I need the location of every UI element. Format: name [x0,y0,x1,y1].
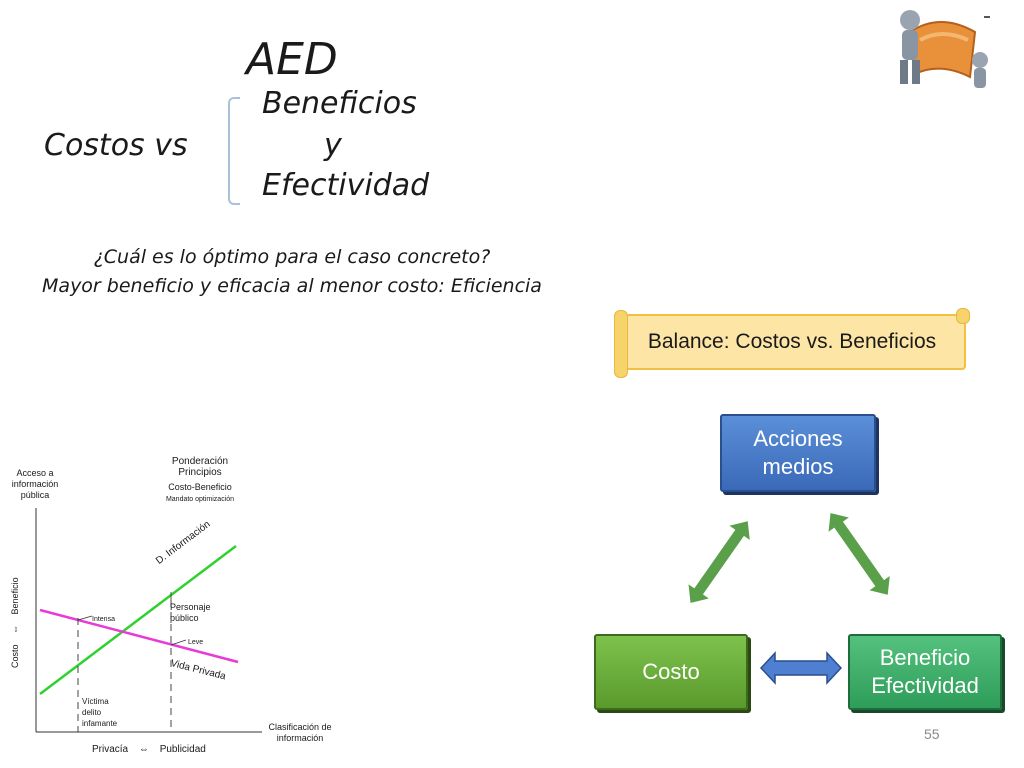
x-axis-arrow: ⇔ [138,744,149,755]
heading-efectividad: Efectividad [262,168,430,203]
y-axis-beneficio: Beneficio [10,577,20,615]
question-line-2: Mayor beneficio y eficacia al menor cost… [42,275,542,297]
chart-top-sub2: Mandato optimización [165,496,235,503]
node-beneficio-label: Beneficio Efectividad [871,645,979,698]
vida-privada-line [39,608,239,664]
node-acciones-medios: Acciones medios [720,414,876,492]
brace-bracket [228,97,240,205]
heading-y: y [324,128,342,163]
chart-top-sub1: Costo-Beneficio [168,482,232,492]
x-axis-privacia: Privacía [92,744,129,755]
node-costo-label: Costo [642,659,700,684]
y-axis-label: Costo ⇔ Beneficio [10,577,20,668]
figures-pushing-balance-icon [900,10,990,88]
arrow-left-diagonal [686,519,752,605]
label-leve: Leve [188,639,204,646]
arrow-bottom-horizontal [759,651,843,685]
weighting-schematic [35,508,262,733]
node-beneficio-efectividad: Beneficio Efectividad [848,634,1002,710]
question-line-1: ¿Cuál es lo óptimo para el caso concreto… [93,246,491,268]
chart-top-title: Ponderación Principios [171,456,229,478]
arrow-right-diagonal [826,511,892,597]
label-victima: Víctima delito infamante [82,697,118,728]
node-acciones-label: Acciones medios [753,426,843,479]
slide-title: AED [246,34,338,85]
label-intensa: Intensa [92,616,115,623]
y-axis-arrow: ⇔ [10,624,20,634]
cycle-arrows [686,511,892,685]
d-informacion-line [39,545,237,695]
node-costo: Costo [594,634,748,710]
costos-vs-label: Costos vs [44,128,188,163]
page-number: 55 [924,726,940,742]
balance-scroll-label: Balance: Costos vs. Beneficios [647,330,937,353]
balance-scroll-banner: Balance: Costos vs. Beneficios [614,308,970,378]
x-axis-right-label: Clasificación de información [268,722,332,743]
label-personaje-publico: Personaje público [170,602,211,623]
heading-beneficios: Beneficios [262,86,417,121]
x-axis-label: Privacía ⇔ Publicidad [92,744,206,755]
x-axis-publicidad: Publicidad [159,744,206,755]
y-axis-costo: Costo [10,644,20,668]
chart-top-left-label: Acceso a información pública [11,468,59,500]
